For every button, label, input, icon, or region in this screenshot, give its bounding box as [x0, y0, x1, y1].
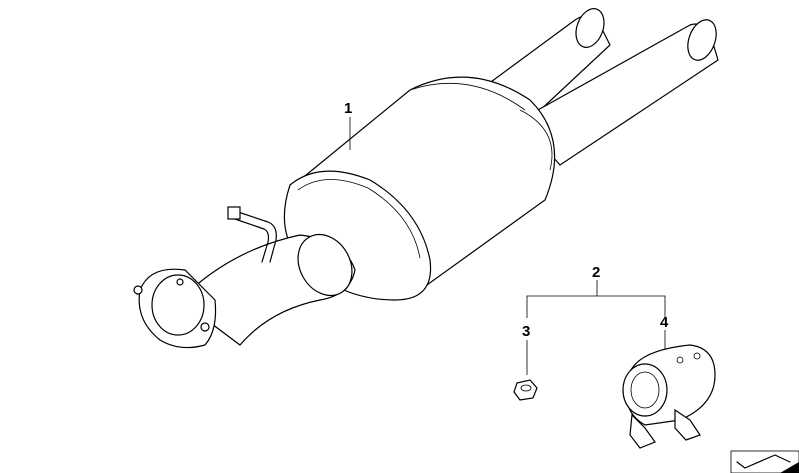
nut: [513, 379, 538, 401]
callout-3: 3: [522, 323, 531, 340]
leader-bracket-2: [526, 280, 666, 318]
diagram-symbol-icon: [730, 450, 799, 473]
callout-1: 1: [344, 100, 353, 117]
callout-2: 2: [592, 264, 601, 281]
callout-4: 4: [660, 314, 669, 331]
front-pipe: [133, 233, 356, 349]
pipe-clamp: [622, 344, 716, 449]
sensor-tube: [227, 206, 277, 263]
